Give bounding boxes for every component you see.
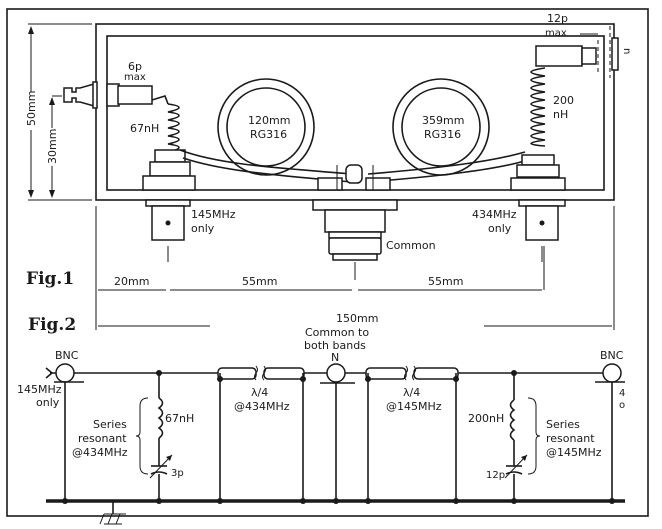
arrow-down-2 xyxy=(49,190,55,198)
arrow-down xyxy=(28,190,34,198)
coil-right-value: 200 xyxy=(553,94,574,107)
coax-loop-right-icon xyxy=(367,78,529,183)
dim-55mm-left-label: 55mm xyxy=(242,275,277,288)
ground-symbol-icon xyxy=(99,501,126,525)
stub-right-lambda: λ/4 xyxy=(403,386,420,399)
fig2-label: Fig.2 xyxy=(28,315,76,335)
trap-right-line1: Series xyxy=(546,418,580,431)
capacitor-6p-icon xyxy=(106,83,169,107)
connector-right-line1: 434MHz xyxy=(472,208,517,221)
dim-label-bg xyxy=(24,92,38,130)
stub-left-lambda: λ/4 xyxy=(251,386,268,399)
stub-left-freq: @434MHz xyxy=(234,400,290,413)
cap-right-note: max xyxy=(545,28,567,39)
trap-left-line2: resonant xyxy=(78,432,127,445)
common-line2: both bands xyxy=(304,339,366,352)
enclosure-inner xyxy=(106,35,605,191)
side-mark: n xyxy=(621,48,632,54)
trap-left-line3: @434MHz xyxy=(72,446,128,459)
dim-150mm-label: 150mm xyxy=(336,312,378,325)
bnc-right-label: BNC xyxy=(600,349,624,362)
figure-1: 50mm 30mm 6p max 67nH xyxy=(24,12,632,330)
cap-left-note: max xyxy=(124,72,146,83)
connector-right-line2: only xyxy=(488,222,512,235)
coil-right-unit: nH xyxy=(553,108,568,121)
dim-label-bg-2 xyxy=(45,128,59,166)
trap-right-line3: @145MHz xyxy=(546,446,602,459)
trap-right-line2: resonant xyxy=(546,432,595,445)
arrow-up xyxy=(28,26,34,34)
dim-30mm-label: 30mm xyxy=(46,129,59,164)
bnc-left-icon xyxy=(45,363,84,504)
trap-left-capacitor: 3p xyxy=(171,468,184,479)
bnc-145-connector-icon xyxy=(145,199,191,262)
coax-left-type: RG316 xyxy=(250,128,287,141)
bnc-right-mark1: 4 xyxy=(619,388,625,399)
cap-left-value: 6p xyxy=(128,60,142,73)
bnc-right-mark2: o xyxy=(619,400,625,411)
left-trimmer-icon xyxy=(63,81,98,109)
dim-50mm-label: 50mm xyxy=(25,91,38,126)
bnc-right-icon xyxy=(595,363,625,504)
common-line1: Common to xyxy=(305,326,369,339)
connector-common-label: Common xyxy=(386,239,436,252)
stub-right-freq: @145MHz xyxy=(386,400,442,413)
trap-right-inductor: 200nH xyxy=(468,412,504,425)
coax-right-type: RG316 xyxy=(424,128,461,141)
n-connector-icon xyxy=(320,363,355,504)
bnc-left-only: only xyxy=(36,396,60,409)
n-common-connector-icon xyxy=(312,199,398,280)
stub-left-icon xyxy=(217,365,306,504)
fig1-label: Fig.1 xyxy=(26,269,74,289)
stub-right-icon xyxy=(365,365,459,504)
cap-right-value: 12p xyxy=(547,12,568,25)
arrow-up-2 xyxy=(49,97,55,105)
left-socket-mount-icon xyxy=(142,149,196,191)
coax-left-length: 120mm xyxy=(248,114,290,127)
bnc-left-freq: 145MHz xyxy=(17,383,62,396)
common-type: N xyxy=(331,351,339,364)
figure-2: Fig.2 BNC 145MHz only xyxy=(17,315,625,525)
trap-left-icon xyxy=(135,370,173,504)
center-junction-icon xyxy=(317,164,391,191)
trap-right-icon xyxy=(504,370,541,504)
dim-20mm-label: 20mm xyxy=(114,275,149,288)
dim-55mm-right-label: 55mm xyxy=(428,275,463,288)
trap-left-inductor: 67nH xyxy=(165,412,194,425)
trap-left-line1: Series xyxy=(93,418,127,431)
capacitor-12p-icon: n xyxy=(535,26,632,78)
bnc-434-connector-icon xyxy=(518,199,566,262)
connector-left-line2: only xyxy=(191,222,215,235)
coil-200nh-icon xyxy=(530,67,546,147)
connector-left-line1: 145MHz xyxy=(191,208,236,221)
coax-right-length: 359mm xyxy=(422,114,464,127)
trap-right-capacitor: 12p xyxy=(486,470,505,481)
right-socket-mount-icon xyxy=(510,154,566,191)
coil-left-label: 67nH xyxy=(130,122,159,135)
outer-frame xyxy=(6,8,649,517)
bnc-left-label: BNC xyxy=(55,349,79,362)
